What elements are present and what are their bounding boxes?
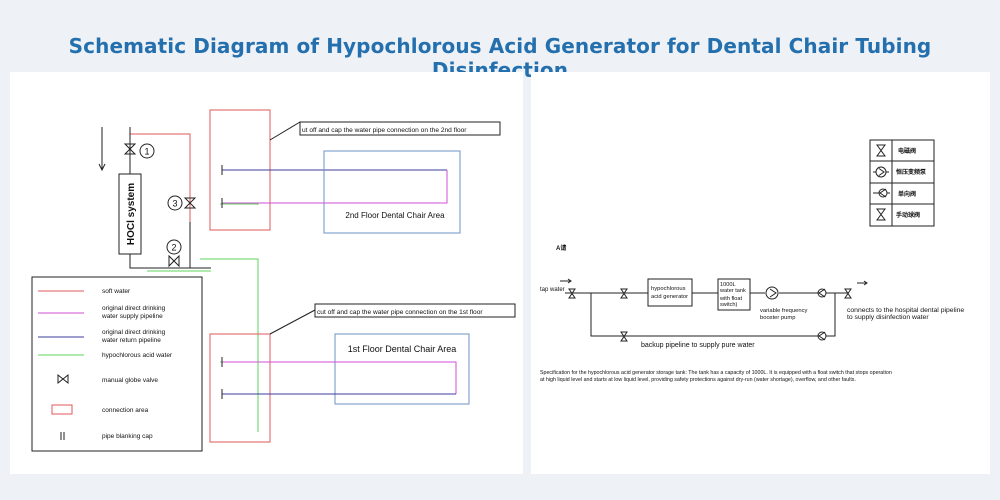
callout-1st-box	[314, 303, 516, 318]
callout-1st-leader	[269, 309, 316, 335]
legend-globe-valve-icon	[57, 373, 69, 385]
check-valve-main-icon	[817, 288, 827, 298]
spec-line2: at high liquid level and starts at low l…	[540, 377, 856, 383]
supply-pipe-1st	[222, 361, 457, 394]
legend-blanking-cap-icon	[60, 432, 65, 440]
legend-pump-label: 恒压变频泵	[896, 168, 927, 176]
spec-line1: Specification for the hypochlorous acid …	[540, 370, 892, 376]
area-2nd-label: 2nd Floor Dental Chair Area	[345, 211, 445, 220]
generator-flow-diagram: 电磁阀 恒压变频泵 单向阀 手动球阀 A请 tap water	[540, 139, 964, 383]
generator-flow-panel: 电磁阀 恒压变频泵 单向阀 手动球阀 A请 tap water	[531, 72, 990, 474]
legend-connection-area-label: connection area	[102, 407, 149, 414]
booster-pump-icon	[765, 286, 779, 300]
flow-down-arrow	[98, 127, 106, 172]
symbol-legend-table	[869, 139, 935, 227]
generator-label-line1: hypochlorous	[651, 286, 686, 292]
legend-solenoid-valve-icon	[876, 144, 886, 157]
callout-2nd-leader	[269, 121, 301, 141]
marker-1-circle	[139, 143, 155, 159]
tap-water-label: tap water	[540, 287, 565, 293]
connection-area-1st	[209, 333, 271, 443]
globe-valve-2	[168, 254, 180, 268]
building-piping-panel: HOCl system 1 3 2 ut off and cap the wat…	[10, 72, 523, 474]
legend-hocl-label: hypochlorous acid water	[102, 352, 173, 359]
pump-label-line2: booster pump	[760, 315, 795, 321]
legend-connection-area-swatch	[51, 404, 73, 415]
check-valve-backup-icon	[817, 331, 827, 341]
legend-globe-valve-label: manual globe valve	[102, 377, 158, 384]
callout-2nd-box	[299, 121, 501, 136]
generator-label-line2: acid generator	[651, 294, 688, 300]
legend-ball-valve-label: 手动球阀	[896, 211, 920, 219]
globe-valve-3	[183, 197, 197, 209]
tank-label-line1: 1000L	[720, 282, 736, 288]
pump-label-line1: variable frequency	[760, 308, 807, 314]
marker-2-label: 2	[171, 243, 176, 253]
hocl-system-label: HOCl system	[126, 183, 137, 245]
globe-valve-1	[123, 143, 137, 155]
page-title: Schematic Diagram of Hypochlorous Acid G…	[68, 34, 932, 82]
inlet-valve-icon	[568, 288, 576, 299]
marker-3-circle	[167, 195, 183, 211]
legend-soft-water-label: soft water	[102, 288, 131, 295]
legend-box	[31, 276, 203, 452]
marker-1-label: 1	[144, 147, 149, 157]
legend-direct-supply-line1: original direct drinking	[102, 305, 166, 312]
connects-label-line2: to supply disinfection water	[847, 314, 929, 321]
soft-water-pipe	[129, 133, 191, 258]
tank-label-line2: water tank	[719, 288, 746, 294]
tank-label-line4: switch)	[720, 302, 738, 308]
outlet-arrow	[857, 280, 868, 286]
connects-label-line1: connects to the hospital dental pipeline	[847, 307, 964, 314]
legend-solenoid-valve-label: 电磁阀	[898, 147, 916, 155]
tank-label-line3: with float	[719, 296, 743, 302]
legend-ball-valve-icon	[876, 208, 886, 221]
legend-direct-return-line2: water return pipeline	[101, 337, 161, 344]
marker-3-label: 3	[172, 199, 177, 209]
marker-label: A请	[556, 244, 566, 252]
supply-pipe-2nd	[222, 170, 448, 204]
water-tank-box	[717, 278, 751, 311]
outlet-valve-icon	[844, 288, 852, 299]
area-1st-label: 1st Floor Dental Chair Area	[348, 344, 457, 354]
legend-direct-return-line1: original direct drinking	[102, 329, 166, 336]
building-piping-diagram: HOCl system 1 3 2 ut off and cap the wat…	[31, 109, 516, 452]
hocl-pipe-riser	[211, 258, 259, 432]
hocl-pipe-main	[129, 260, 211, 269]
legend-direct-supply-line2: water supply pipeline	[101, 313, 163, 320]
area-1st-floor	[334, 333, 470, 405]
marker-2-circle	[166, 239, 182, 255]
legend-check-valve-label: 单向阀	[898, 190, 916, 198]
backup-label: backup pipeline to supply pure water	[641, 342, 755, 349]
legend-check-valve-icon	[873, 188, 890, 198]
inlet-arrow	[560, 278, 572, 284]
callout-2nd-text: ut off and cap the water pipe connection…	[302, 127, 467, 134]
generator-inlet-valve-icon	[620, 288, 628, 299]
callout-1st-text: cut off and cap the water pipe connectio…	[317, 309, 483, 316]
area-2nd-floor	[323, 150, 461, 234]
backup-valve-icon	[620, 331, 628, 342]
backup-pipeline	[590, 293, 836, 337]
generator-box	[647, 278, 693, 307]
legend-pump-icon	[873, 166, 889, 178]
legend-blanking-cap-label: pipe blanking cap	[102, 433, 153, 440]
